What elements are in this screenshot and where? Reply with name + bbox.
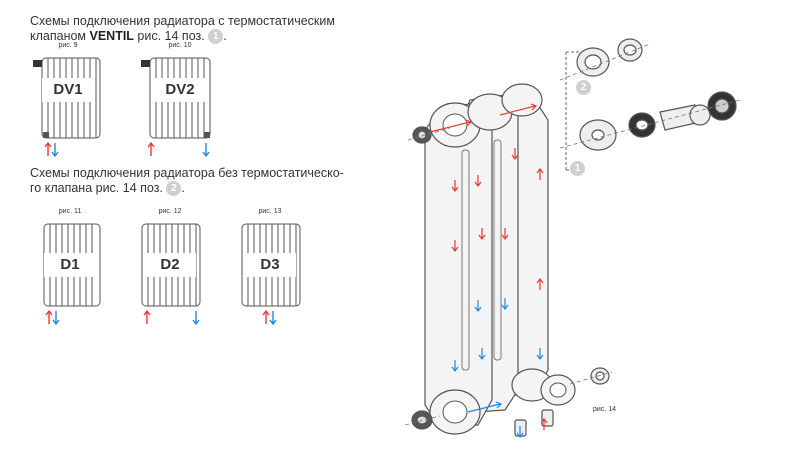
figure-dv1: рис. 9 DV1 — [28, 42, 108, 158]
flow-arrows — [147, 141, 210, 158]
flow-arrows — [44, 141, 59, 158]
flow-arrows — [143, 309, 200, 326]
top-hub-back — [501, 83, 543, 117]
figure-caption: рис. 11 — [58, 208, 82, 215]
figure-caption: рис. 13 — [258, 208, 282, 215]
scheme-label: DV2 — [154, 78, 206, 102]
figure-caption: рис. 9 — [58, 42, 78, 49]
heading-thermostatic-line2: клапаном VENTIL рис. 14 поз. 1. — [30, 29, 227, 45]
diagram-badge-2: 2 — [576, 80, 591, 95]
flow-arrows — [262, 309, 277, 326]
scheme-label: D2 — [144, 253, 196, 277]
heading-no-thermostatic: Схемы подключения радиатора без термоста… — [30, 166, 344, 197]
heading-no-thermostatic-line2: го клапана рис. 14 поз. 2. — [30, 181, 185, 197]
heading-thermostatic-line1: Схемы подключения радиатора с термостати… — [30, 14, 335, 28]
figure-dv2: рис. 10 DV2 — [140, 42, 220, 158]
heading-no-thermostatic-line1: Схемы подключения радиатора без термоста… — [30, 166, 344, 180]
diagram-badge-1: 1 — [570, 161, 585, 176]
position-badge-1: 1 — [208, 29, 224, 45]
scheme-label: DV1 — [42, 78, 94, 102]
scheme-label: D3 — [244, 253, 296, 277]
main-figure-caption: рис. 14 — [593, 406, 616, 413]
position-badge-2: 2 — [166, 181, 182, 197]
scheme-label: D1 — [44, 253, 96, 277]
heading-thermostatic: Схемы подключения радиатора с термостати… — [30, 14, 335, 45]
figure-d1: рис. 11 D1 — [30, 208, 110, 326]
top-fittings — [412, 38, 737, 151]
brand-ventil: VENTIL — [89, 29, 134, 43]
figure-caption: рис. 10 — [168, 42, 192, 49]
figure-d2: рис. 12 D2 — [130, 208, 210, 326]
flow-arrows — [45, 309, 60, 326]
radiator-section-front — [424, 101, 493, 429]
figure-d3: рис. 13 D3 — [230, 208, 310, 326]
bottom-fittings — [411, 367, 610, 437]
figure-caption: рис. 12 — [158, 208, 182, 215]
